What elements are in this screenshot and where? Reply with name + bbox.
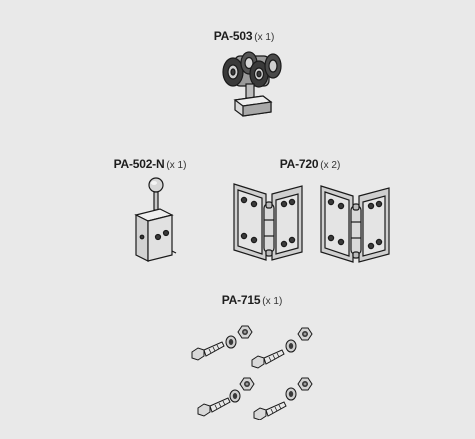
part-code: PA-503 (213, 29, 253, 43)
part-code: PA-720 (279, 157, 319, 171)
door-stop-block-icon (134, 177, 177, 262)
part-label-pa-502-n: PA-502-N(x 1) (114, 155, 187, 173)
hinge-plate-icon (233, 183, 303, 261)
bolt-nut-washer-set-icon (191, 325, 313, 420)
roller-carriage-icon (222, 51, 282, 117)
part-code: PA-715 (221, 293, 261, 307)
part-qty: (x 1) (166, 160, 187, 171)
part-qty: (x 1) (262, 296, 283, 307)
part-qty: (x 2) (320, 160, 341, 171)
part-code: PA-502-N (113, 157, 165, 171)
part-label-pa-715: PA-715(x 1) (222, 291, 283, 309)
part-label-pa-720: PA-720(x 2) (280, 155, 341, 173)
part-label-pa-503: PA-503(x 1) (214, 27, 275, 45)
hinge-plate-icon (320, 185, 390, 263)
part-qty: (x 1) (254, 32, 275, 43)
